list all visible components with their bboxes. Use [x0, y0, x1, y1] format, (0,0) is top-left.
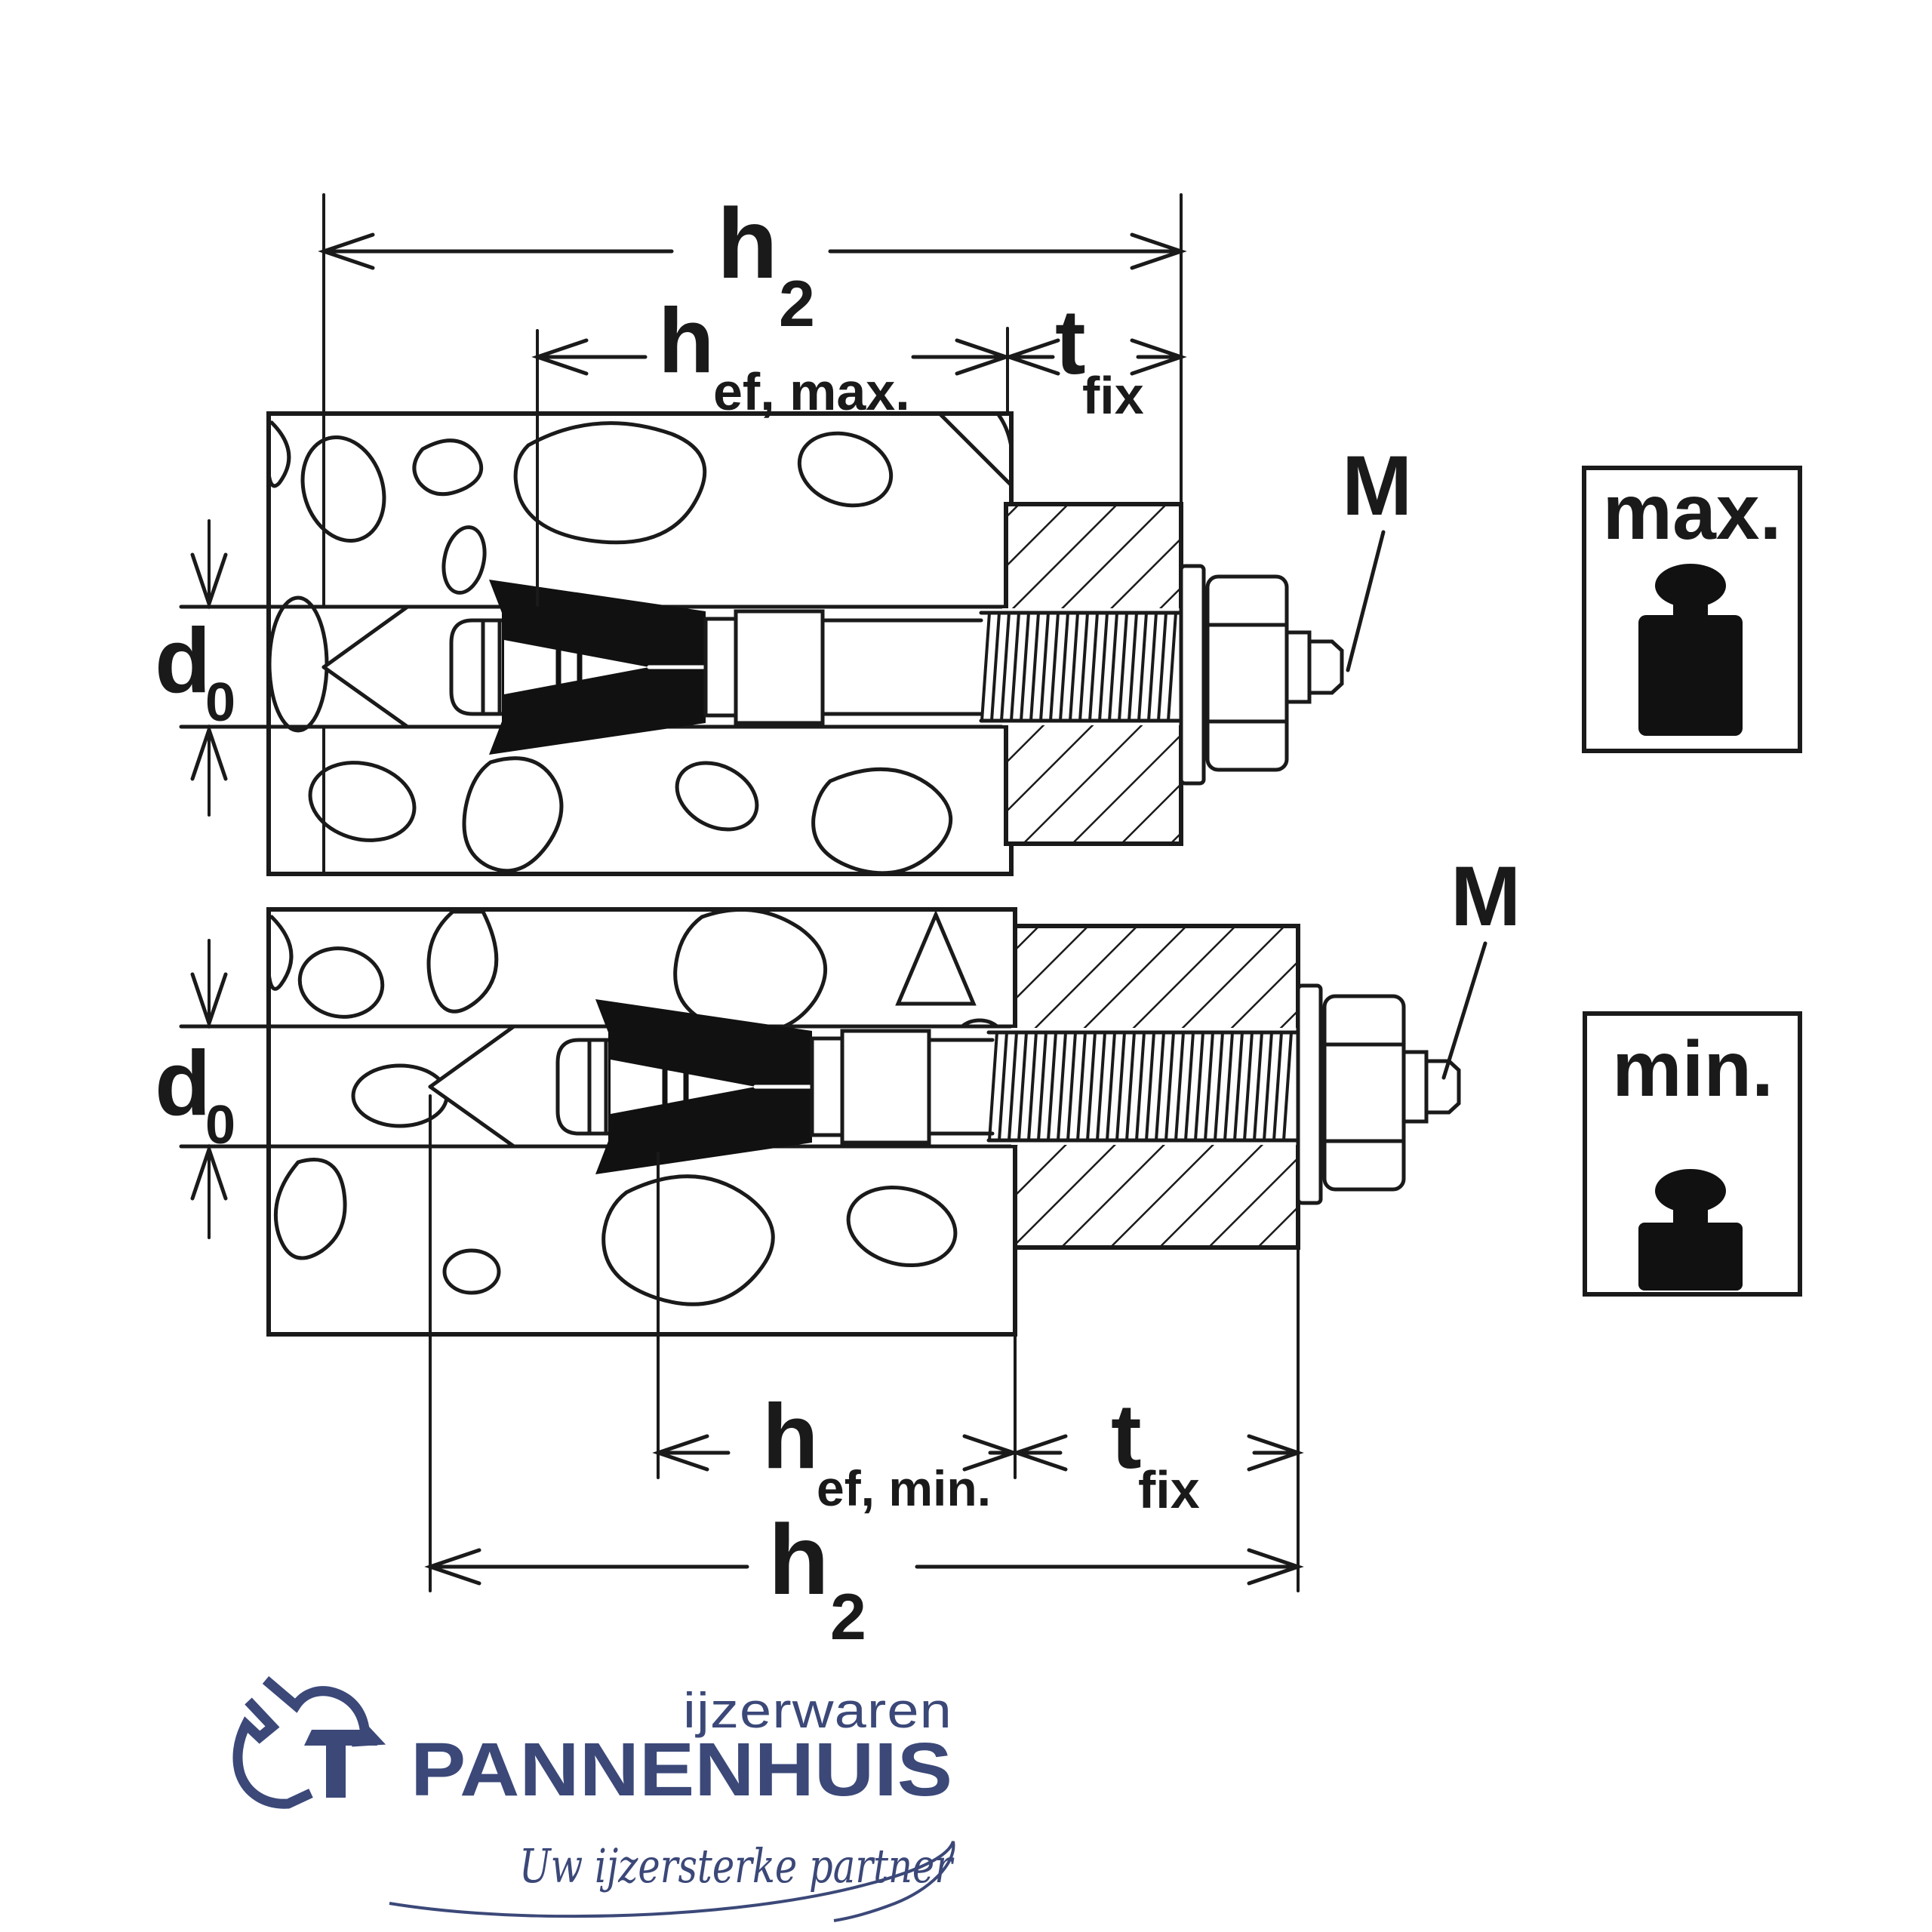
bottom-diagram: h ef, min. t fix h 2 d 0 [155, 849, 1802, 1654]
hex-nut [1205, 574, 1289, 772]
label-d0-bottom-sub: 0 [205, 1095, 235, 1155]
max-badge-label: max. [1602, 469, 1781, 556]
logo-slogan: Uw ijzersterke partner [519, 1838, 955, 1894]
bolt-tip [1401, 1050, 1461, 1124]
washer [1179, 564, 1206, 786]
label-tfix-top: t [1055, 291, 1086, 393]
sleeve-stop [840, 1029, 931, 1145]
label-h2-bottom-sub: 2 [830, 1581, 866, 1654]
washer [1296, 983, 1323, 1205]
label-hef-max: h [658, 289, 715, 392]
m-leader-line-top [1346, 530, 1386, 672]
label-tfix-bottom-sub: fix [1138, 1460, 1200, 1519]
thread-size-label-top: M [1342, 438, 1412, 533]
dimension-tfix-bottom [1011, 1248, 1304, 1592]
anchor-bolt-top [449, 564, 1344, 786]
collar [703, 617, 738, 718]
fixture-plate-bottom [1011, 924, 1300, 1250]
label-h2-top: h [717, 188, 778, 299]
label-d0-top: d [155, 609, 211, 712]
m-leader-line-bottom [1441, 941, 1487, 1080]
label-hef-max-sub: ef, max. [713, 362, 910, 421]
label-hef-min: h [762, 1385, 819, 1487]
logo-mark-upper-arc [262, 1676, 386, 1747]
label-tfix-bottom: t [1111, 1385, 1142, 1487]
min-badge-label: min. [1612, 1026, 1774, 1113]
weight-icon-small [1638, 1169, 1743, 1291]
top-diagram: h 2 h ef, max. t fix d 0 [155, 188, 1802, 876]
hex-nut [1322, 994, 1406, 1192]
logo-name: PANNENHUIS [411, 1727, 952, 1812]
label-h2-bottom: h [768, 1504, 829, 1615]
dimension-h2-top [318, 193, 1187, 874]
label-d0-bottom: d [155, 1032, 211, 1134]
logo-swoosh [389, 1841, 955, 1922]
logo-mark-t [304, 1730, 377, 1798]
label-h2-top-sub: 2 [779, 268, 815, 340]
dimension-d0-top [190, 519, 228, 817]
logo-mark-lower-arc [232, 1697, 313, 1809]
label-tfix-top-sub: fix [1082, 366, 1144, 425]
sleeve-stop [734, 609, 825, 725]
label-d0-top-sub: 0 [205, 672, 235, 733]
collar [810, 1036, 844, 1137]
dimension-d0-bottom [190, 939, 228, 1239]
logo-mark [232, 1676, 386, 1809]
threaded-rod [986, 1030, 1299, 1143]
dimension-hef-max [531, 327, 1012, 607]
weight-icon-large [1638, 564, 1743, 736]
expansion-wedge [611, 1060, 755, 1114]
label-hef-min-sub: ef, min. [817, 1460, 991, 1516]
bolt-tip [1284, 630, 1344, 704]
dimension-h2-bottom [424, 1094, 1304, 1592]
expansion-wedge [504, 640, 649, 694]
anchor-bolt-bottom [555, 983, 1461, 1205]
min-badge: min. [1583, 1011, 1802, 1297]
threaded-rod [979, 611, 1182, 723]
logo: ijzerwaren PANNENHUIS Uw ijzersterke par… [232, 1676, 955, 1922]
logo-category: ijzerwaren [683, 1682, 952, 1738]
max-badge: max. [1582, 466, 1802, 753]
dimension-tfix-top [1003, 338, 1187, 376]
thread-size-label-bottom: M [1451, 849, 1521, 943]
